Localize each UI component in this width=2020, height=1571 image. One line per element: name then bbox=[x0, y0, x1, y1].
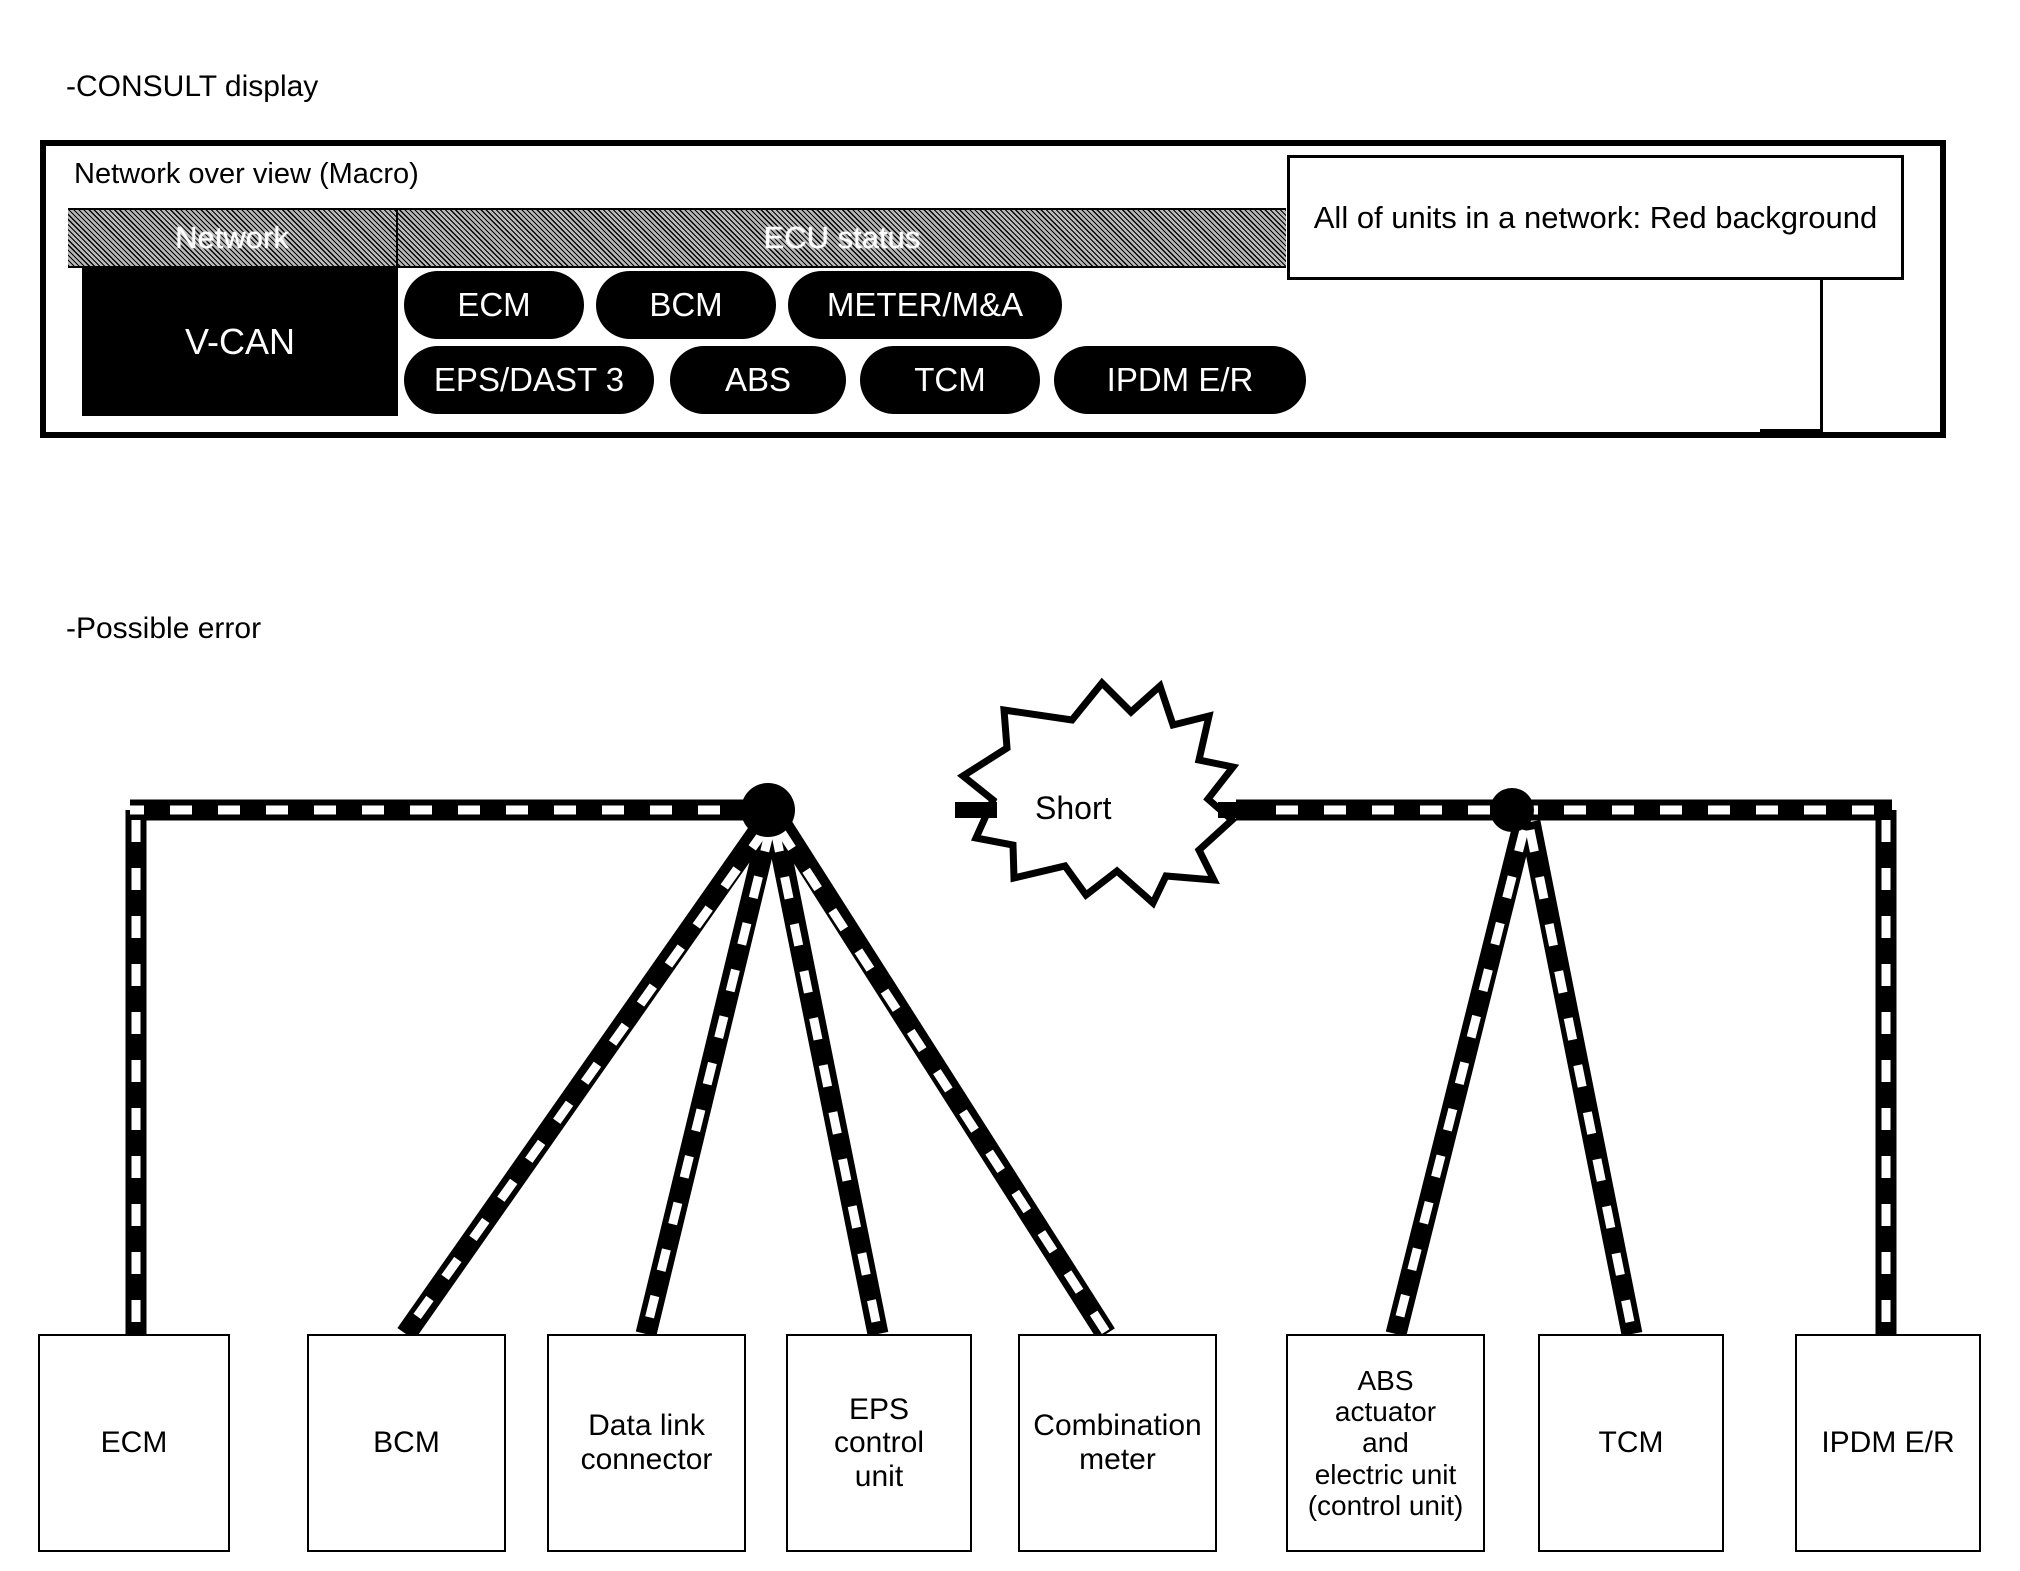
unit-box-ipdm-er[interactable]: IPDM E/R bbox=[1795, 1334, 1981, 1552]
table-header-row: Network ECU status bbox=[68, 208, 1286, 268]
short-stub-left bbox=[955, 802, 997, 818]
possible-error-label: -Possible error bbox=[66, 612, 262, 645]
ecu-status-cell: ECM BCM METER/M&A EPS/DAST 3 ABS TCM IPD… bbox=[398, 268, 1924, 416]
column-header-ecu-status: ECU status bbox=[763, 220, 921, 255]
column-header-network: Network bbox=[68, 210, 398, 266]
unit-box-eps-control-unit[interactable]: EPS control unit bbox=[786, 1334, 972, 1552]
bus-lines bbox=[125, 799, 1897, 1341]
ecu-pill-eps-dast3[interactable]: EPS/DAST 3 bbox=[404, 346, 654, 414]
callout-leader-line-horizontal bbox=[1760, 429, 1823, 432]
ecu-pill-ecm[interactable]: ECM bbox=[404, 271, 584, 339]
ecu-pill-tcm[interactable]: TCM bbox=[860, 346, 1040, 414]
short-stub-right bbox=[1218, 802, 1252, 818]
ecu-pill-meter-ma[interactable]: METER/M&A bbox=[788, 271, 1062, 339]
short-fault-label: Short bbox=[1035, 790, 1112, 826]
panel-title: Network over view (Macro) bbox=[74, 158, 419, 190]
unit-box-data-link-connector[interactable]: Data link connector bbox=[547, 1334, 746, 1552]
callout-box: All of units in a network: Red backgroun… bbox=[1287, 155, 1904, 280]
ecu-pill-ipdm-er[interactable]: IPDM E/R bbox=[1054, 346, 1306, 414]
unit-box-tcm[interactable]: TCM bbox=[1538, 1334, 1724, 1552]
callout-text: All of units in a network: Red backgroun… bbox=[1313, 199, 1878, 235]
consult-display-label: -CONSULT display bbox=[66, 70, 319, 103]
callout-leader-line-vertical bbox=[1820, 280, 1823, 432]
network-overview-table: Network ECU status V-CAN ECM BCM METER/M… bbox=[68, 208, 1924, 416]
network-cell-vcan[interactable]: V-CAN bbox=[82, 268, 398, 416]
unit-box-bcm[interactable]: BCM bbox=[307, 1334, 506, 1552]
bus-junction-node-left bbox=[741, 783, 795, 837]
unit-box-ecm[interactable]: ECM bbox=[38, 1334, 230, 1552]
ecu-pill-bcm[interactable]: BCM bbox=[596, 271, 776, 339]
bus-junction-node-right bbox=[1490, 788, 1534, 832]
ecu-pill-row-1: ECM BCM METER/M&A bbox=[398, 271, 1924, 339]
unit-box-combination-meter[interactable]: Combination meter bbox=[1018, 1334, 1217, 1552]
ecu-pill-abs[interactable]: ABS bbox=[670, 346, 846, 414]
unit-box-abs-actuator[interactable]: ABS actuator and electric unit (control … bbox=[1286, 1334, 1485, 1552]
ecu-pill-row-2: EPS/DAST 3 ABS TCM IPDM E/R bbox=[398, 346, 1924, 414]
